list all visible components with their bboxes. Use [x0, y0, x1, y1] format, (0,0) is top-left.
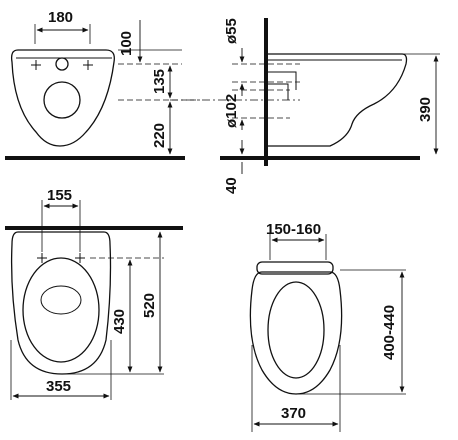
bolt-mark-top-left — [37, 253, 47, 263]
seat-view — [249, 234, 406, 432]
bolt-mark-left — [31, 60, 41, 70]
dim-label-180: 180 — [48, 9, 73, 26]
seat-outer-outline — [249, 271, 343, 395]
wall-line-side — [264, 18, 268, 166]
floor-line-side — [220, 156, 420, 160]
dim-label-220: 220 — [151, 123, 168, 148]
dim-label-390: 390 — [417, 97, 434, 122]
dim-label-155: 155 — [47, 187, 72, 204]
dim-label-100: 100 — [118, 31, 135, 56]
bowl-side-outline — [268, 53, 408, 147]
floor-line-front — [5, 156, 185, 160]
dim-label-430: 430 — [111, 309, 128, 334]
bowl-top-outline — [10, 231, 112, 375]
outlet-pipe-side — [268, 71, 297, 100]
dim-label-400-440: 400-440 — [381, 305, 398, 360]
bolt-mark-right — [83, 60, 93, 70]
seat-opening — [267, 281, 325, 379]
bowl-opening — [40, 285, 82, 315]
seat-hinge-bar — [256, 261, 334, 275]
dim-label-370: 370 — [281, 405, 306, 422]
bowl-front-outline — [10, 49, 115, 147]
wall-line-top — [5, 226, 183, 230]
dim-label-40: 40 — [223, 177, 240, 194]
dim-label-355: 355 — [46, 378, 71, 395]
side-view — [220, 18, 440, 174]
dim-label-150-160: 150-160 — [266, 221, 321, 238]
front-view — [5, 20, 200, 160]
bolt-mark-top-right — [75, 253, 85, 263]
dim-label-d102: ø102 — [223, 94, 240, 128]
waste-outlet-circle — [43, 81, 81, 119]
bowl-rim-inner — [22, 257, 100, 363]
inlet-circle — [55, 57, 69, 71]
top-view — [5, 200, 183, 400]
dim-label-135: 135 — [151, 69, 168, 94]
dim-label-520: 520 — [141, 293, 158, 318]
dim-label-d55: ø55 — [223, 18, 240, 44]
